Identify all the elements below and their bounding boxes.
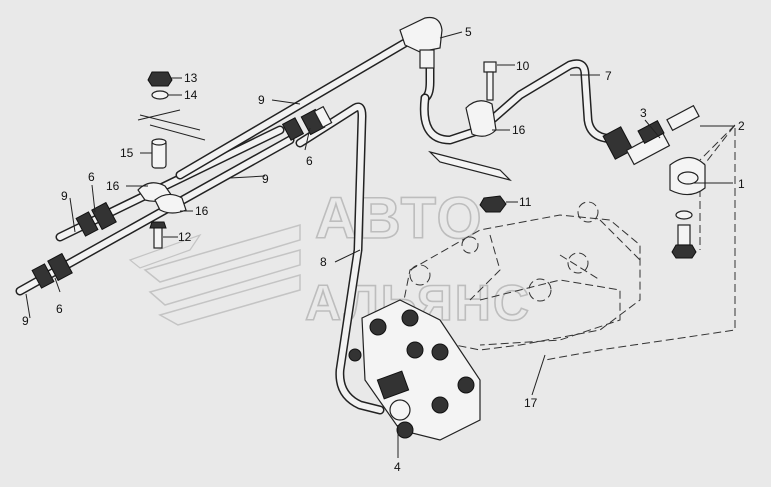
callout-16-left: 16	[106, 179, 120, 193]
fitting-6-left-lower	[31, 252, 73, 289]
pump-housing-outline	[399, 123, 736, 361]
pipes-9	[15, 35, 415, 296]
callout-9-top: 9	[258, 93, 265, 107]
watermark-line1: АВТО	[315, 186, 484, 251]
callout-9-middle: 9	[262, 172, 269, 186]
callout-14: 14	[184, 88, 198, 102]
callout-6-upper: 6	[306, 154, 313, 168]
callout-5: 5	[465, 25, 472, 39]
callout-labels: 1 2 3 4 5 6 6 6 7 8 9 9 9 9 10 11 12 13 …	[22, 25, 745, 474]
callout-9-left: 9	[61, 189, 68, 203]
elbow-5	[399, 16, 443, 69]
callout-12: 12	[178, 230, 192, 244]
callout-6-left-lower: 6	[56, 302, 63, 316]
callout-4: 4	[394, 460, 401, 474]
pump-flange-4	[348, 299, 481, 441]
callout-3: 3	[640, 106, 647, 120]
callout-15: 15	[120, 146, 134, 160]
callout-16-right: 16	[512, 123, 526, 137]
callout-7: 7	[605, 69, 612, 83]
watermark-logo: АВТО АЛЬЯНС	[128, 185, 530, 332]
callout-10: 10	[516, 59, 530, 73]
bolt-10-bracket	[428, 61, 512, 213]
banjo-fitting-assembly	[602, 104, 706, 259]
callout-13: 13	[184, 71, 198, 85]
leader-lines	[25, 31, 735, 458]
fitting-6-left-upper	[75, 201, 117, 237]
callout-8: 8	[320, 255, 327, 269]
pipe-7	[419, 59, 625, 145]
pipe-8	[295, 102, 385, 415]
callout-17: 17	[524, 396, 538, 410]
fitting-6-upper	[281, 105, 333, 141]
clamp-assembly-left	[137, 71, 206, 249]
callout-2: 2	[738, 119, 745, 133]
callout-9-bottom: 9	[22, 314, 29, 328]
callout-16-lower: 16	[195, 204, 209, 218]
callout-1: 1	[738, 177, 745, 191]
callout-11: 11	[519, 195, 532, 209]
callout-6-left-upper: 6	[88, 170, 95, 184]
